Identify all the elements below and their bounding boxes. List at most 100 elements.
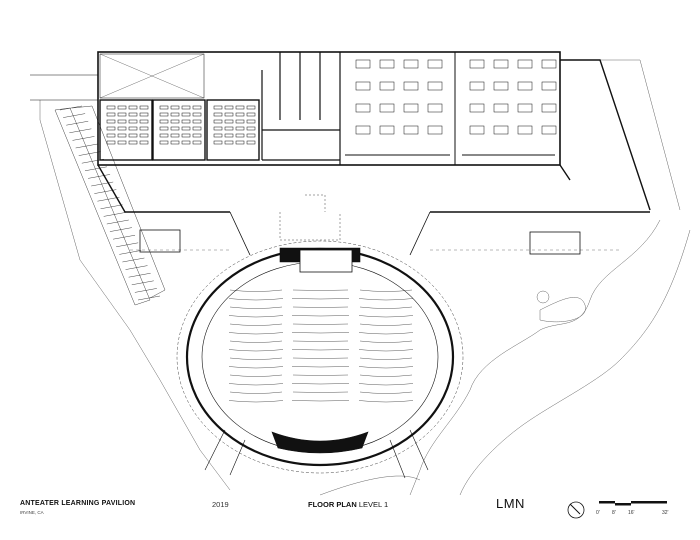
table <box>427 81 443 91</box>
stair-tread <box>134 288 157 293</box>
desk <box>170 112 180 117</box>
stair-tread <box>100 204 123 209</box>
seat-row <box>229 374 283 377</box>
table <box>379 103 395 113</box>
north-arrow-icon <box>567 501 585 519</box>
desk <box>159 133 169 138</box>
stair-tread <box>106 219 129 225</box>
drawing-title-level: LEVEL 1 <box>356 500 389 509</box>
table <box>355 81 371 91</box>
desk <box>139 140 149 145</box>
desk <box>159 126 169 131</box>
seat-row <box>292 357 349 359</box>
table <box>493 59 509 69</box>
stair-tread <box>88 174 111 179</box>
stair-tread <box>109 227 132 232</box>
table <box>355 125 371 135</box>
seat-row <box>228 366 284 369</box>
table <box>469 103 485 113</box>
desk <box>181 105 191 110</box>
table <box>427 103 443 113</box>
desk <box>159 119 169 124</box>
table <box>469 59 485 69</box>
desk <box>106 140 116 145</box>
seat-row <box>229 306 283 309</box>
desk <box>128 133 138 138</box>
stair-tread <box>75 143 98 149</box>
seat-row <box>358 383 414 386</box>
seat-row <box>228 349 284 352</box>
scale-bar <box>599 501 667 506</box>
seat-row <box>359 391 413 394</box>
desk <box>117 119 127 124</box>
table <box>427 59 443 69</box>
stair-tread <box>103 212 126 217</box>
seat-row <box>291 298 350 300</box>
desk <box>106 112 116 117</box>
seat-row <box>229 357 283 360</box>
stair-tread <box>125 265 148 270</box>
seat-row <box>359 323 413 326</box>
seat-row <box>291 315 350 317</box>
seat-row <box>358 349 414 352</box>
seat-row <box>291 383 350 385</box>
desk <box>224 140 234 145</box>
desk <box>192 140 202 145</box>
desk <box>224 133 234 138</box>
desk <box>213 112 223 117</box>
desk <box>170 126 180 131</box>
seat-row <box>229 340 283 343</box>
scale-label: 16' <box>628 510 635 516</box>
desk <box>117 140 127 145</box>
seat-row <box>229 323 283 326</box>
project-year: 2019 <box>212 500 229 509</box>
desk <box>159 105 169 110</box>
table <box>493 103 509 113</box>
desk <box>213 105 223 110</box>
desk <box>128 105 138 110</box>
desk <box>181 126 191 131</box>
table <box>517 81 533 91</box>
table <box>469 125 485 135</box>
seat-row <box>229 289 283 292</box>
scale-label: 8' <box>612 510 616 516</box>
firm-logo: LMN <box>496 496 525 511</box>
table <box>379 81 395 91</box>
landscape <box>39 59 691 496</box>
scale-label: 0' <box>596 510 600 516</box>
desk <box>106 119 116 124</box>
table <box>379 125 395 135</box>
desk <box>181 133 191 138</box>
seat-row <box>358 332 414 335</box>
seat-row <box>359 289 413 292</box>
desk <box>170 119 180 124</box>
table <box>427 125 443 135</box>
seat-row <box>292 306 349 308</box>
desk <box>192 119 202 124</box>
stair-tread <box>131 280 154 285</box>
seat-row <box>291 332 350 334</box>
table <box>403 81 419 91</box>
desk <box>139 105 149 110</box>
stair-tread <box>84 166 107 171</box>
table <box>493 125 509 135</box>
desk <box>246 112 256 117</box>
desk <box>106 133 116 138</box>
desk <box>170 140 180 145</box>
desk <box>213 140 223 145</box>
lobby <box>97 164 650 256</box>
stair-tread <box>66 121 89 126</box>
stair-tread <box>78 151 101 156</box>
project-location: IRVINE, CA <box>20 510 44 515</box>
stair-tread <box>91 181 114 187</box>
stair-tread <box>69 128 92 133</box>
stair-tread <box>63 113 86 118</box>
desk <box>192 126 202 131</box>
desk <box>139 119 149 124</box>
seat-row <box>359 306 413 309</box>
desk <box>224 119 234 124</box>
desk <box>235 112 245 117</box>
desk <box>159 112 169 117</box>
seat-row <box>359 374 413 377</box>
